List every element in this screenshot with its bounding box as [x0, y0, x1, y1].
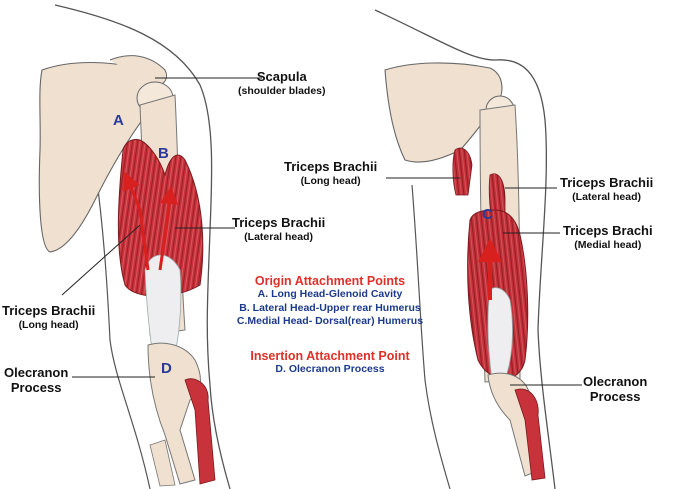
right-scapula-bone — [384, 62, 503, 163]
point-letter-a: A — [113, 112, 124, 129]
point-letter-b: B — [158, 145, 169, 162]
origin-item-b: B. Lateral Head-Upper rear Humerus — [239, 301, 421, 314]
label-triceps-long-right: Triceps Brachii (Long head) — [284, 159, 378, 187]
leader-lines — [61, 77, 582, 386]
label-triceps-lateral-right: Triceps Brachii (Lateral head) — [560, 175, 654, 203]
left-skin-outline — [54, 4, 231, 489]
label-triceps-long-left: Triceps Brachii (Long head) — [2, 303, 96, 331]
left-inner-outline — [94, 164, 151, 489]
right-inner-outline — [411, 184, 451, 489]
origin-item-a: A. Long Head-Glenoid Cavity — [257, 288, 403, 300]
right-skin-outline — [374, 9, 556, 489]
left-arm — [38, 4, 231, 489]
origin-item-c: C.Medial Head- Dorsal(rear) Humerus — [236, 315, 424, 328]
label-olecranon-right: Olecranon Process — [583, 374, 648, 404]
label-triceps-medial-right: Triceps Brachi (Medial head) — [563, 223, 653, 251]
label-scapula: Scapula (shoulder blades) — [238, 69, 326, 97]
insertion-legend: Insertion Attachment Point D. Olecranon … — [212, 349, 448, 377]
insertion-item-d: D. Olecranon Process — [275, 363, 385, 375]
right-arm — [374, 9, 556, 489]
label-triceps-lateral-left: Triceps Brachii (Lateral head) — [232, 215, 326, 243]
point-letter-d: D — [161, 360, 172, 377]
point-letter-c: C — [482, 206, 493, 223]
insertion-legend-title: Insertion Attachment Point — [250, 349, 410, 363]
origin-legend: Origin Attachment Points A. Long Head-Gl… — [212, 274, 448, 329]
origin-legend-title: Origin Attachment Points — [254, 274, 406, 288]
label-olecranon-left: Olecranon Process — [4, 365, 69, 395]
